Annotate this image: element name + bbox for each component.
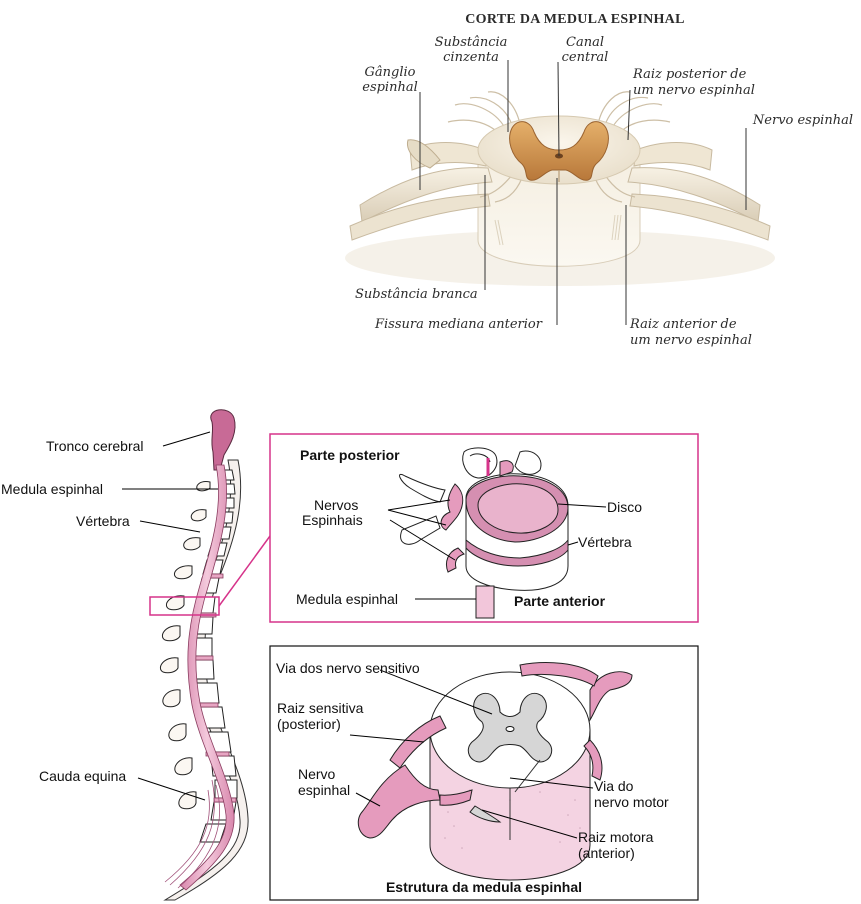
spine-leaders	[122, 431, 218, 801]
label-ganglio-line2: espinhal	[362, 80, 418, 95]
vertebral-column-illustration	[159, 409, 249, 901]
label-medula-espinhal-detail: Medula espinhal	[296, 591, 398, 607]
label-cauda-equina: Cauda equina	[39, 768, 126, 784]
label-nervo-espinhal: Nervo espinhal	[752, 113, 853, 128]
label-via-sensitivo: Via dos nervo sensitivo	[276, 660, 420, 676]
structure-leaders	[349, 669, 594, 839]
label-raiz-sensitiva-line2: (posterior)	[277, 716, 341, 732]
label-medula-espinhal-spine: Medula espinhal	[1, 481, 103, 497]
label-raiz-sensitiva-line1: Raiz sensitiva	[277, 700, 364, 716]
label-via-motor-line2: nervo motor	[594, 794, 669, 810]
label-nervo-espinhal-line1: Nervo	[298, 766, 336, 782]
label-canal-central-line2: central	[562, 50, 609, 65]
label-vertebra-detail: Vértebra	[578, 534, 632, 550]
label-substancia-cinzenta-line1: Substância	[435, 35, 508, 50]
label-nervos-espinhais-line1: Nervos	[314, 497, 358, 513]
vertebra-detail-illustration	[399, 447, 569, 619]
cross-section-leaders	[419, 60, 747, 325]
label-vertebra-spine: Vértebra	[76, 513, 130, 529]
label-tronco-cerebral: Tronco cerebral	[46, 438, 144, 454]
label-substancia-cinzenta-line2: cinzenta	[443, 50, 499, 65]
label-substancia-branca: Substância branca	[355, 287, 478, 302]
label-raiz-posterior-line1: Raiz posterior de	[632, 67, 747, 82]
highlight-connector-line	[218, 535, 271, 607]
label-raiz-anterior-line2: um nervo espinhal	[630, 333, 752, 348]
label-canal-central-line1: Canal	[566, 35, 604, 50]
label-nervos-espinhais-line2: Espinhais	[302, 512, 363, 528]
cross-section-illustration	[345, 91, 775, 286]
label-raiz-motora-line2: (anterior)	[578, 845, 635, 861]
label-parte-posterior: Parte posterior	[300, 447, 400, 463]
label-fissura-mediana: Fissura mediana anterior	[374, 317, 543, 332]
label-raiz-anterior-line1: Raiz anterior de	[629, 317, 737, 332]
label-raiz-posterior-line2: um nervo espinhal	[633, 83, 755, 98]
structure-caption: Estrutura da medula espinhal	[386, 879, 582, 895]
label-disco: Disco	[607, 499, 642, 515]
vertebra-detail-leaders	[387, 499, 607, 600]
cross-section-title: CORTE DA MEDULA ESPINHAL	[465, 12, 684, 27]
label-raiz-motora-line1: Raiz motora	[578, 829, 654, 845]
label-ganglio-line1: Gânglio	[365, 65, 416, 80]
label-via-motor-line1: Via do	[594, 778, 634, 794]
label-nervo-espinhal-line2: espinhal	[298, 782, 350, 798]
label-parte-anterior: Parte anterior	[514, 593, 606, 609]
spinal-structure-illustration	[357, 662, 633, 881]
